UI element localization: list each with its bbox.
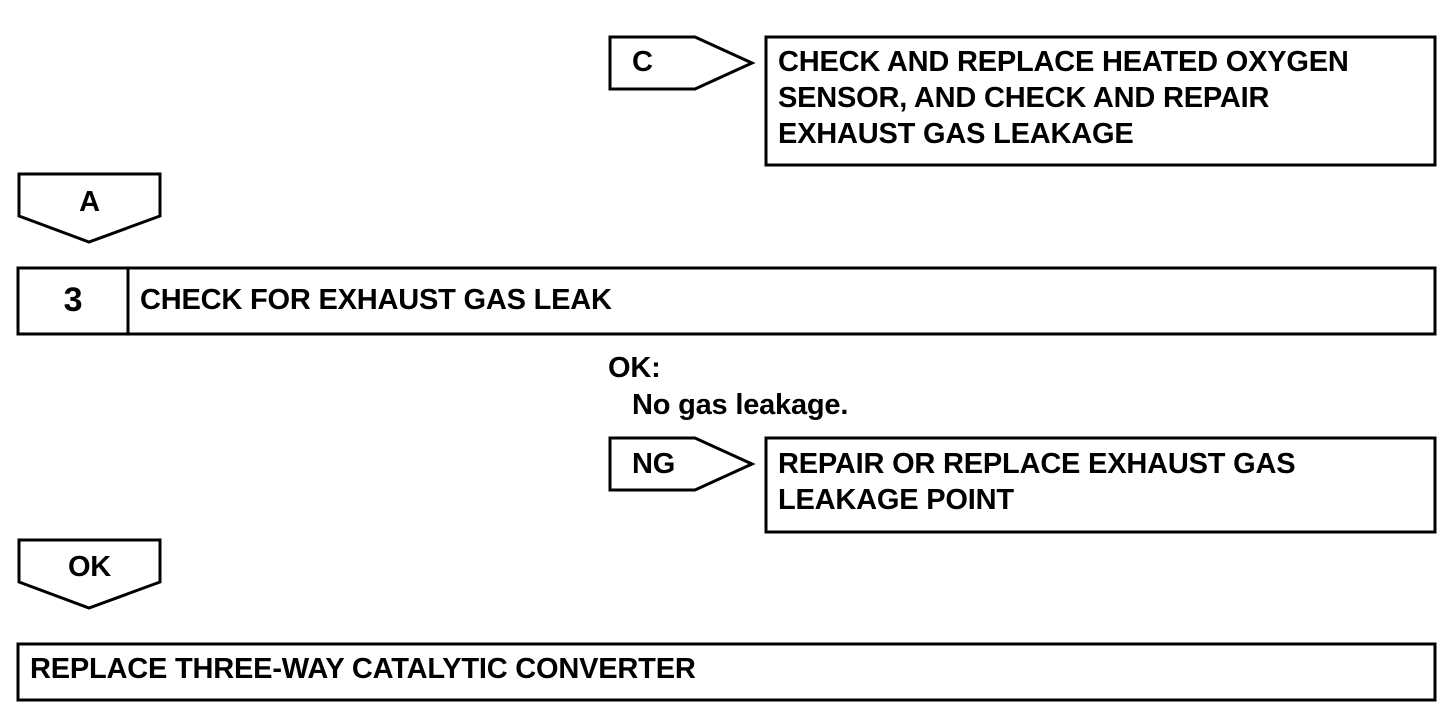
- a-arrow-tag-shape: [17, 172, 162, 244]
- step3-number: 3: [63, 281, 83, 319]
- c-action-text: CHECK AND REPLACE HEATED OXYGEN SENSOR, …: [778, 46, 1349, 150]
- step3-box-border: [16, 266, 1437, 336]
- c-tag-label: C: [632, 46, 653, 78]
- ng-action-box-border: [764, 436, 1437, 534]
- ng-arrow-tag-shape: [608, 436, 756, 492]
- c-arrow-tag-shape: [608, 35, 756, 91]
- ng-tag-label: NG: [632, 448, 676, 480]
- final-step-box-border: [16, 642, 1437, 702]
- ok-criteria-heading: OK:: [608, 352, 661, 384]
- step3-title: CHECK FOR EXHAUST GAS LEAK: [140, 284, 612, 316]
- a-tag-label: A: [79, 186, 100, 218]
- ok-criteria-text: No gas leakage.: [632, 389, 849, 421]
- c-action-box-border: [764, 35, 1437, 167]
- ok-tag-label: OK: [67, 551, 112, 583]
- ng-action-text: REPAIR OR REPLACE EXHAUST GAS LEAKAGE PO…: [778, 448, 1296, 516]
- final-step-title: REPLACE THREE-WAY CATALYTIC CONVERTER: [30, 653, 696, 685]
- ok-arrow-tag-shape: [17, 538, 162, 610]
